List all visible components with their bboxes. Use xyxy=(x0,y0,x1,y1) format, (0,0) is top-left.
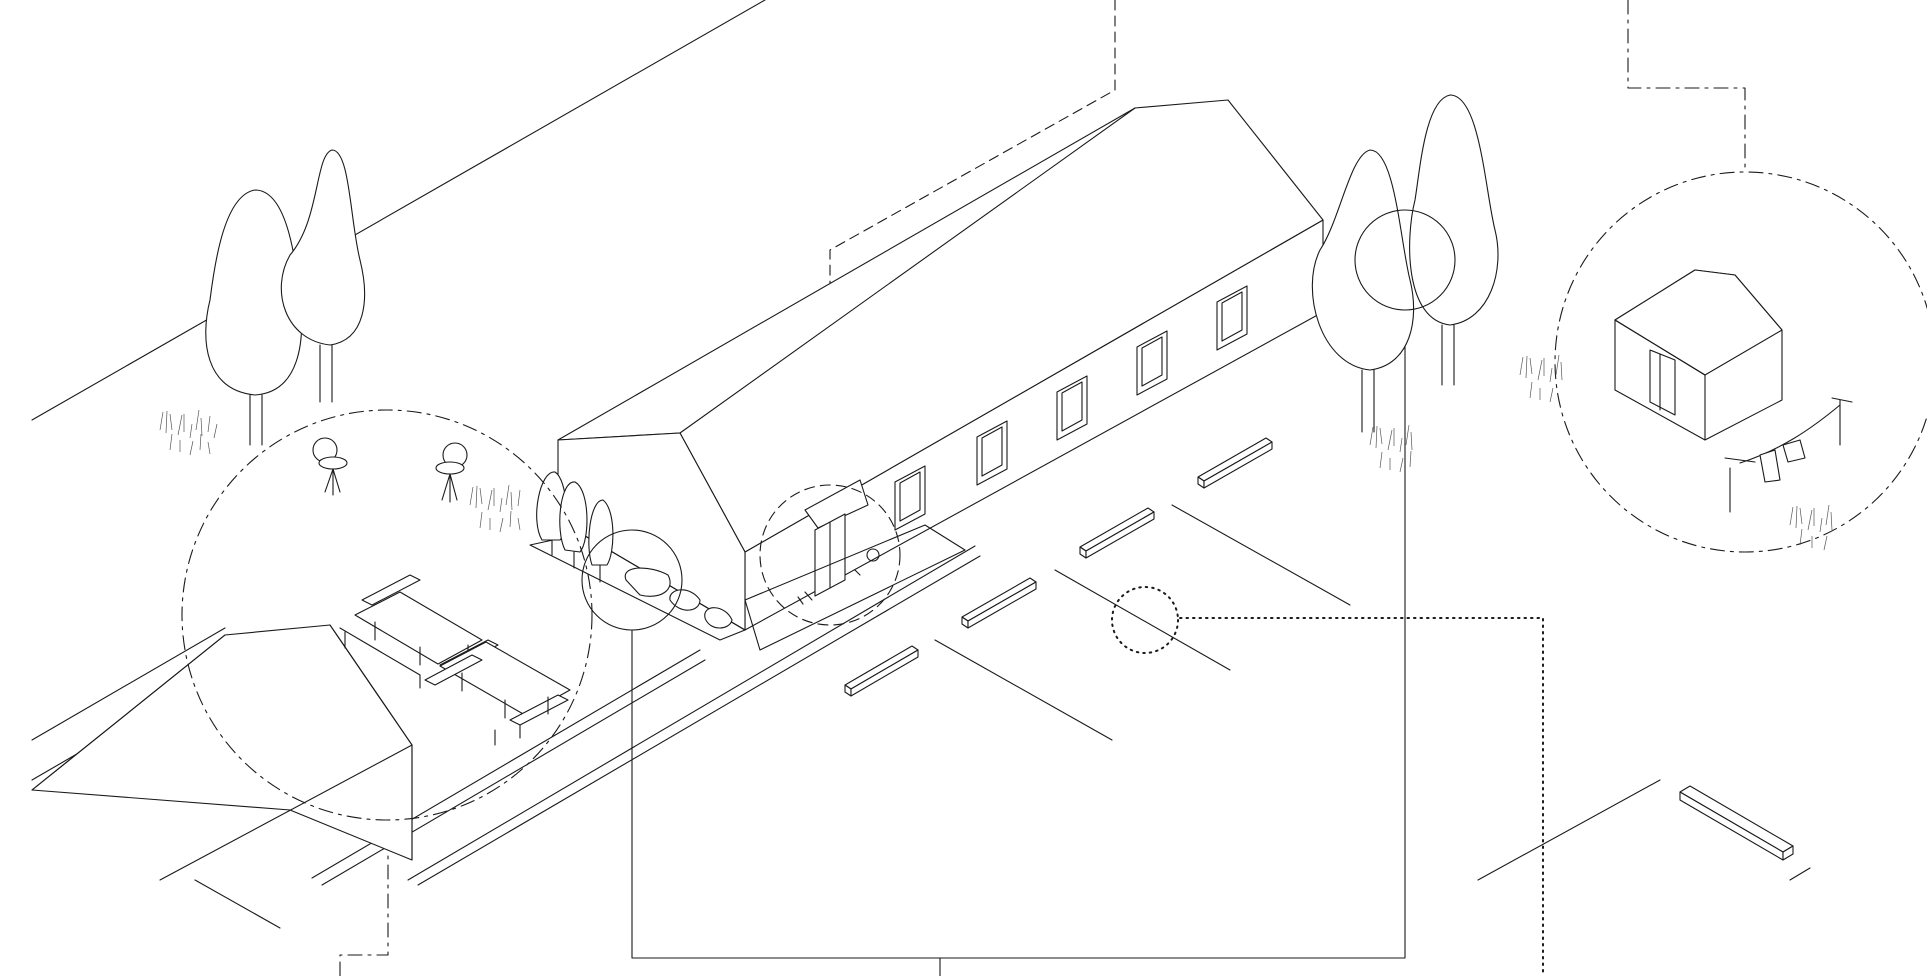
shed-icon xyxy=(1614,269,1783,441)
zone-circle xyxy=(1111,586,1179,654)
grass-tufts xyxy=(159,354,1833,551)
window xyxy=(1056,375,1088,441)
zone-circle xyxy=(581,529,683,631)
main-building xyxy=(557,99,1324,631)
tree-icon xyxy=(280,149,366,403)
grass-icon xyxy=(1369,424,1413,473)
grass-icon xyxy=(1519,354,1563,403)
left-house xyxy=(31,624,413,881)
grass-icon xyxy=(1789,504,1833,551)
laundry-icon xyxy=(1724,397,1853,513)
zone-circle xyxy=(181,409,593,821)
bbq-icon xyxy=(435,442,468,503)
window xyxy=(894,465,926,531)
tree-icon xyxy=(1311,149,1415,433)
wheel-stop xyxy=(1197,437,1273,489)
wheel-stop xyxy=(844,645,919,697)
tree-canopy xyxy=(1311,94,1499,433)
zone-markers xyxy=(581,484,1179,654)
parking-lines xyxy=(934,504,1351,741)
building-windows xyxy=(894,285,1248,531)
wheel-stop xyxy=(1079,507,1155,559)
parking-spot xyxy=(844,437,1794,861)
picnic-table xyxy=(424,641,571,746)
bbq-picnic-area xyxy=(181,409,593,821)
entrance-planting xyxy=(536,471,733,629)
front-door xyxy=(797,479,880,605)
window xyxy=(976,420,1008,486)
tree-icon xyxy=(1409,94,1499,386)
left-trees xyxy=(205,149,366,446)
wheel-stop xyxy=(1679,785,1794,861)
grass-icon xyxy=(469,484,521,533)
window xyxy=(1216,285,1248,351)
wheel-stop xyxy=(961,577,1037,629)
zone-circle xyxy=(759,484,901,626)
bbq-icon xyxy=(312,437,348,496)
zone-circle xyxy=(1354,209,1456,311)
zone-circle xyxy=(1554,171,1927,553)
window xyxy=(1136,330,1168,396)
garden-shed-laundry xyxy=(1554,171,1927,553)
tree-icon xyxy=(205,189,303,446)
grass-icon xyxy=(159,409,218,456)
